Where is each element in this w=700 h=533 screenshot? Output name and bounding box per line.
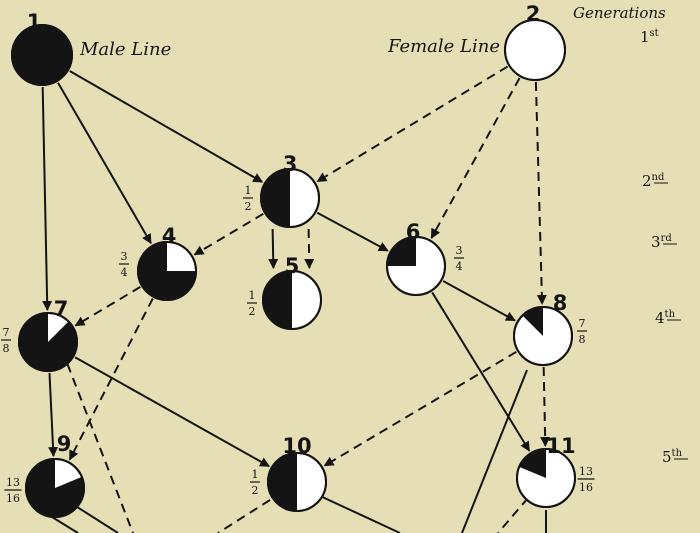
svg-text:8: 8 [579, 333, 586, 346]
generations-heading: Generations [573, 4, 666, 22]
edge-4-to-9 [68, 298, 154, 461]
node-7: 778 [1, 297, 78, 372]
node-4-number: 4 [162, 224, 177, 248]
node-10-number: 10 [282, 434, 311, 458]
svg-text:3: 3 [121, 250, 128, 263]
continuation-line-6 [461, 369, 528, 533]
node-6: 634 [386, 220, 464, 296]
svg-text:2: 2 [252, 484, 259, 497]
node-6-number: 6 [406, 220, 421, 244]
edge-4-to-7 [74, 286, 141, 327]
edge-2-to-8 [534, 81, 547, 306]
continuation-line-5 [317, 494, 401, 533]
edge-8-to-11 [540, 366, 551, 448]
node-7-number: 7 [54, 297, 69, 321]
generation-2: 2nd [642, 172, 665, 190]
node-10-fraction: 12 [250, 468, 260, 497]
edge-1-to-4 [57, 82, 152, 245]
svg-text:2: 2 [249, 305, 256, 318]
svg-text:1: 1 [252, 468, 259, 481]
female-line-label: Female Line [387, 36, 500, 57]
continuation-line-3 [73, 504, 119, 533]
continuation-line-4 [217, 499, 271, 533]
male-line-label: Male Line [79, 39, 171, 60]
node-4-fraction: 34 [119, 250, 129, 279]
node-8-fraction: 78 [577, 317, 587, 346]
node-3-fraction: 12 [243, 184, 253, 213]
node-6-fraction: 34 [454, 244, 464, 273]
node-7-fraction: 78 [1, 326, 11, 355]
node-11-number: 11 [546, 434, 575, 458]
edge-1-to-7 [41, 86, 53, 312]
generation-4: 4th [655, 309, 676, 327]
generation-3: 3rd [651, 233, 672, 251]
node-8-shade [522, 307, 543, 336]
continuation-line-2 [51, 516, 79, 533]
continuation-line-7 [497, 497, 529, 533]
node-4-shade [138, 242, 196, 300]
node-10-shade [268, 453, 297, 511]
svg-text:16: 16 [579, 481, 593, 494]
svg-text:4: 4 [456, 260, 463, 273]
node-8-number: 8 [553, 291, 568, 315]
edge-8-to-10 [323, 350, 517, 467]
edge-6-to-11 [431, 291, 531, 452]
generation-5: 5th [662, 448, 683, 466]
edge-2-to-6 [430, 77, 521, 239]
node-5-number: 5 [285, 254, 300, 278]
edge-7-to-10 [74, 356, 270, 468]
svg-text:1: 1 [245, 184, 252, 197]
node-7-shade [18, 313, 77, 372]
edge-2-to-3 [316, 65, 509, 183]
node-3-number: 3 [283, 152, 298, 176]
node-1-number: 1 [27, 10, 42, 34]
node-5-fraction: 12 [247, 289, 257, 318]
edge-1-to-3 [69, 70, 264, 183]
svg-text:13: 13 [6, 476, 20, 489]
edge-6-to-8 [442, 280, 516, 322]
node-3-shade [261, 169, 290, 227]
generation-1: 1st [640, 28, 659, 46]
svg-text:8: 8 [3, 342, 10, 355]
svg-text:1: 1 [249, 289, 256, 302]
node-5: 512 [247, 254, 322, 330]
svg-text:3: 3 [456, 244, 463, 257]
continuation-line-1 [61, 349, 134, 533]
node-8: 878 [513, 291, 587, 366]
node-2-number: 2 [526, 2, 541, 26]
svg-text:16: 16 [6, 492, 20, 505]
edge-7-to-9 [48, 372, 59, 458]
node-5-shade [263, 271, 292, 329]
node-6-shade [387, 237, 416, 266]
svg-text:7: 7 [3, 326, 10, 339]
svg-text:7: 7 [579, 317, 586, 330]
edge-3-to-5 [304, 228, 315, 270]
svg-text:4: 4 [121, 266, 128, 279]
node-3: 312 [243, 152, 320, 228]
node-9-shade [26, 459, 85, 517]
svg-text:2: 2 [245, 200, 252, 213]
svg-text:13: 13 [579, 465, 593, 478]
node-2: 2 [504, 2, 566, 81]
node-1-shade [12, 25, 72, 85]
node-11-shade [519, 449, 546, 478]
node-1: 1 [11, 10, 73, 86]
edge-3-to-5 [268, 228, 279, 270]
node-9-number: 9 [57, 432, 72, 456]
edge-3-to-4 [193, 212, 264, 256]
edge-3-to-6 [316, 211, 389, 252]
generation-markers: 1st 2nd 3rd 4th 5th [640, 28, 688, 466]
edges-layer [41, 65, 551, 468]
continuation-lines [51, 349, 547, 533]
node-4: 434 [119, 224, 197, 301]
